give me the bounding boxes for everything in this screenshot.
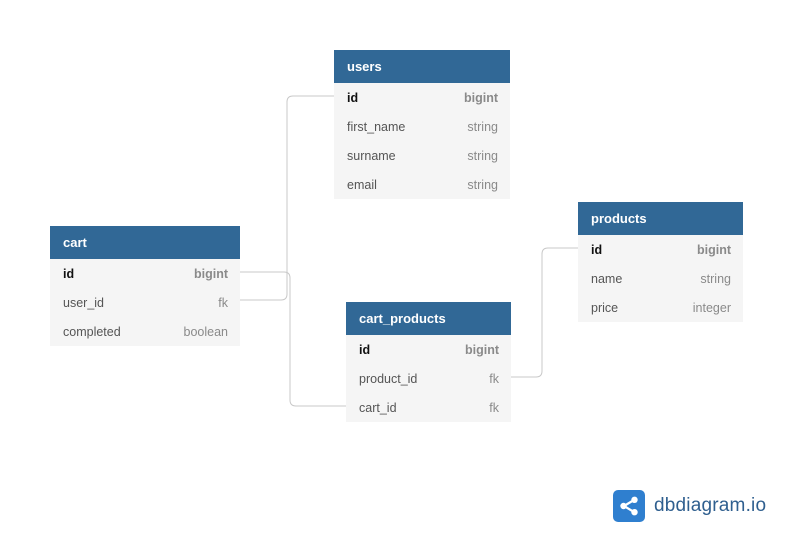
relation-cart-products-cart-to-cart-id <box>240 271 346 407</box>
field-type: bigint <box>464 342 499 357</box>
field-name: id <box>347 90 359 105</box>
field-type: bigint <box>696 242 731 257</box>
table-products[interactable]: products id bigint name string price int… <box>578 202 743 322</box>
field-row[interactable]: email string <box>334 170 510 199</box>
field-row[interactable]: first_name string <box>334 112 510 141</box>
field-type: string <box>700 271 731 286</box>
field-row[interactable]: id bigint <box>50 259 240 288</box>
table-header[interactable]: products <box>578 202 743 235</box>
field-type: string <box>467 148 498 163</box>
field-type: bigint <box>463 90 498 105</box>
brand-name: dbdiagram.io <box>654 495 767 516</box>
share-nodes-icon <box>613 490 645 522</box>
table-name: cart_products <box>359 311 446 326</box>
field-name: email <box>347 177 377 192</box>
field-type: fk <box>489 371 499 386</box>
field-row[interactable]: user_id fk <box>50 288 240 317</box>
field-row[interactable]: surname string <box>334 141 510 170</box>
field-row[interactable]: price integer <box>578 293 743 322</box>
field-row[interactable]: completed boolean <box>50 317 240 346</box>
field-type: string <box>467 119 498 134</box>
field-type: fk <box>489 400 499 415</box>
field-row[interactable]: name string <box>578 264 743 293</box>
field-name: cart_id <box>359 400 397 415</box>
field-row[interactable]: product_id fk <box>346 364 511 393</box>
table-header[interactable]: cart <box>50 226 240 259</box>
table-header[interactable]: users <box>334 50 510 83</box>
table-name: products <box>591 211 647 226</box>
field-type: fk <box>218 295 228 310</box>
field-row[interactable]: id bigint <box>346 335 511 364</box>
brand-link[interactable]: dbdiagram.io <box>613 490 766 522</box>
relation-cart-products-product-to-products-id <box>511 247 578 378</box>
table-users[interactable]: users id bigint first_name string surnam… <box>334 50 510 199</box>
field-type: integer <box>692 300 731 315</box>
field-name: id <box>359 342 371 357</box>
field-name: price <box>591 300 619 315</box>
field-name: user_id <box>63 295 104 310</box>
field-name: name <box>591 271 623 286</box>
field-type: boolean <box>183 324 229 339</box>
field-name: surname <box>347 148 396 163</box>
field-type: bigint <box>193 266 228 281</box>
field-row[interactable]: cart_id fk <box>346 393 511 422</box>
table-header[interactable]: cart_products <box>346 302 511 335</box>
field-name: id <box>591 242 603 257</box>
table-cart[interactable]: cart id bigint user_id fk completed bool… <box>50 226 240 346</box>
field-name: product_id <box>359 371 418 386</box>
table-cart-products[interactable]: cart_products id bigint product_id fk ca… <box>346 302 511 422</box>
table-name: cart <box>63 235 87 250</box>
field-name: completed <box>63 324 121 339</box>
field-name: first_name <box>347 119 406 134</box>
table-name: users <box>347 59 382 74</box>
relation-cart-user-to-users-id <box>240 95 334 301</box>
field-type: string <box>467 177 498 192</box>
field-name: id <box>63 266 75 281</box>
field-row[interactable]: id bigint <box>334 83 510 112</box>
field-row[interactable]: id bigint <box>578 235 743 264</box>
